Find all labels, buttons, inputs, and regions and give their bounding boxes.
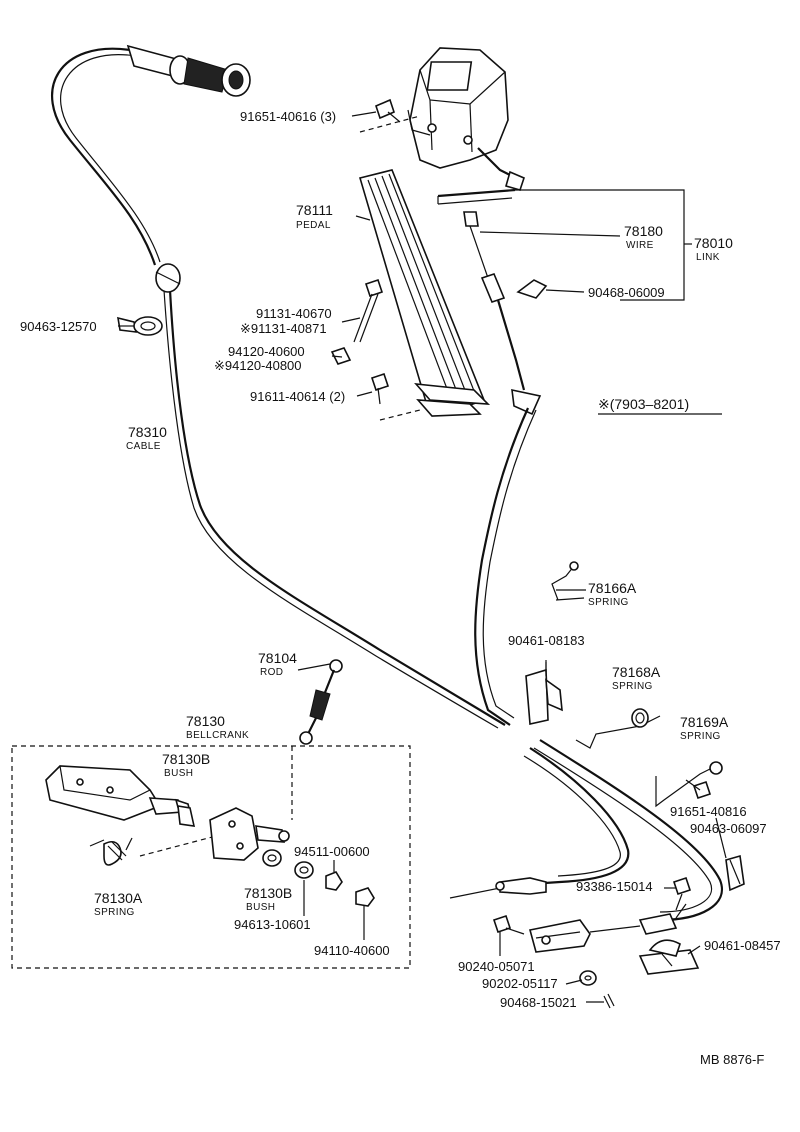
label-90202-05117: 90202-05117 bbox=[482, 976, 558, 991]
label-78104: 78104 bbox=[258, 650, 297, 666]
washer-90202-05117 bbox=[579, 970, 597, 986]
labels: 91651-40616 (3) 78111 PEDAL 78180 WIRE 7… bbox=[20, 109, 781, 1067]
label-diagram-code: MB 8876-F bbox=[700, 1052, 764, 1067]
label-94120-40800: ※94120-40800 bbox=[214, 358, 302, 373]
label-cable: CABLE bbox=[126, 441, 161, 452]
bolt-91651-40816 bbox=[692, 780, 712, 800]
label-91651-40816: 91651-40816 bbox=[670, 804, 747, 819]
bellcrank-78130-box bbox=[11, 745, 411, 969]
label-78130A: 78130A bbox=[94, 890, 143, 906]
clip-90468-06009 bbox=[516, 279, 585, 299]
spring-78130A bbox=[89, 835, 217, 866]
label-94613-10601: 94613-10601 bbox=[234, 917, 311, 932]
washers-nuts bbox=[294, 860, 375, 940]
label-rod: ROD bbox=[260, 667, 283, 678]
pin-90468-15021 bbox=[603, 993, 615, 1009]
label-spring-78130A: SPRING bbox=[94, 907, 135, 918]
label-90461-08457: 90461-08457 bbox=[704, 938, 781, 953]
label-91131-40670: 91131-40670 bbox=[256, 306, 332, 321]
rod-78104 bbox=[299, 659, 343, 745]
label-78130: 78130 bbox=[186, 713, 225, 729]
leader-lines bbox=[118, 111, 727, 1003]
label-91651-40616: 91651-40616 (3) bbox=[240, 109, 336, 124]
pedal-bracket bbox=[407, 47, 525, 205]
label-91611-40614: 91611-40614 (2) bbox=[250, 389, 345, 404]
label-78168A: 78168A bbox=[612, 664, 661, 680]
bracket-90461-08183 bbox=[525, 660, 563, 725]
label-94120-40600: 94120-40600 bbox=[228, 344, 305, 359]
cable-78310 bbox=[51, 44, 506, 729]
label-pedal: PEDAL bbox=[296, 220, 331, 231]
bolt-91131 bbox=[330, 278, 390, 405]
spring-78168A bbox=[575, 708, 661, 749]
label-94110-40600: 94110-40600 bbox=[314, 943, 390, 958]
wire-78180 bbox=[463, 211, 542, 726]
label-78166A: 78166A bbox=[588, 580, 637, 596]
bolt-91651-40616 bbox=[359, 98, 421, 133]
label-spring-78166A: SPRING bbox=[588, 597, 629, 608]
clip-90463-12570 bbox=[117, 316, 163, 336]
label-78180: 78180 bbox=[624, 223, 663, 239]
spring-78166A bbox=[551, 561, 585, 601]
label-wire: WIRE bbox=[626, 240, 654, 251]
clevis bbox=[529, 903, 687, 953]
bellcrank-plate bbox=[209, 807, 290, 861]
label-91131-40871: ※91131-40871 bbox=[240, 321, 327, 336]
label-90461-08183: 90461-08183 bbox=[508, 633, 585, 648]
label-note-7903-8201: ※(7903–8201) bbox=[598, 396, 689, 412]
label-bush-a: BUSH bbox=[164, 768, 193, 779]
clip-90463-06097 bbox=[725, 854, 745, 892]
label-78130B-b: 78130B bbox=[244, 885, 292, 901]
label-94511-00600: 94511-00600 bbox=[294, 844, 370, 859]
label-bellcrank: BELLCRANK bbox=[186, 730, 249, 741]
label-90468-15021: 90468-15021 bbox=[500, 995, 577, 1010]
bush-78130B-a bbox=[177, 805, 196, 827]
label-90468-06009: 90468-06009 bbox=[588, 285, 665, 300]
label-78130B-a: 78130B bbox=[162, 751, 210, 767]
label-90463-06097: 90463-06097 bbox=[690, 821, 767, 836]
bolt-93386-15014 bbox=[672, 876, 692, 911]
label-spring-78169A: SPRING bbox=[680, 731, 721, 742]
spring-78169A bbox=[655, 761, 723, 808]
pedal-78111 bbox=[358, 169, 491, 421]
label-spring-78168A: SPRING bbox=[612, 681, 653, 692]
label-78169A: 78169A bbox=[680, 714, 729, 730]
label-90240-05071: 90240-05071 bbox=[458, 959, 535, 974]
label-90463-12570: 90463-12570 bbox=[20, 319, 97, 334]
leader-78010 bbox=[479, 189, 692, 301]
label-78111: 78111 bbox=[296, 202, 333, 218]
label-78310: 78310 bbox=[128, 424, 167, 440]
label-93386-15014: 93386-15014 bbox=[576, 879, 653, 894]
label-78010: 78010 bbox=[694, 235, 733, 251]
bush-78130B-b bbox=[262, 849, 282, 867]
bolt-90240-05071 bbox=[492, 914, 525, 956]
clamp-90461-08457 bbox=[638, 939, 700, 975]
label-bush-b: BUSH bbox=[246, 902, 275, 913]
lower-cable bbox=[449, 739, 723, 922]
label-link: LINK bbox=[696, 252, 720, 263]
